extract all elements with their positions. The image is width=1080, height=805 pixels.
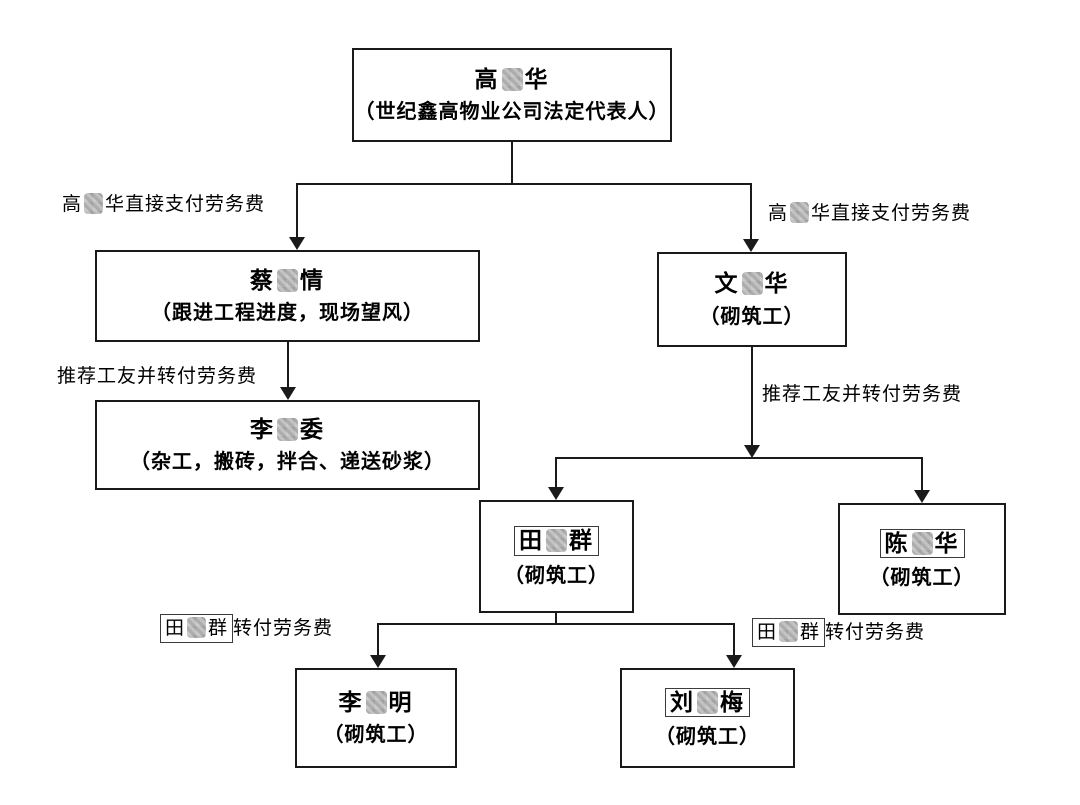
connector-line: [921, 457, 923, 492]
connector-line: [511, 142, 513, 184]
connector-line: [750, 183, 752, 241]
node-gao: 高华 （世纪鑫高物业公司法定代表人）: [352, 48, 672, 142]
connector-line: [377, 623, 735, 625]
connector-line: [296, 183, 298, 239]
redaction-block: [277, 268, 298, 292]
redaction-block: [779, 621, 799, 642]
node-liu: 刘梅 （砌筑工）: [620, 668, 795, 768]
node-chen: 陈华 （砌筑工）: [838, 503, 1006, 615]
person-name: 刘梅: [665, 687, 750, 718]
redaction-block: [790, 202, 810, 223]
person-role: （砌筑工）: [655, 724, 760, 749]
name-frame: 刘梅: [665, 687, 750, 718]
person-name: 李委: [250, 415, 325, 443]
person-role: （杂工，搬砖，拌合、递送砂浆）: [130, 449, 445, 474]
connector-line: [555, 457, 923, 459]
person-role: （砌筑工）: [323, 722, 429, 747]
connector-line: [555, 457, 557, 489]
arrow-down-icon: [744, 445, 760, 458]
arrow-down-icon: [289, 237, 305, 250]
arrow-down-icon: [726, 655, 742, 668]
redaction-block: [501, 67, 523, 91]
edge-label-refer-right: 推荐工友并转付劳务费: [762, 383, 963, 405]
person-role: （跟进工程进度，现场望风）: [151, 300, 424, 325]
connector-line: [733, 623, 735, 657]
person-name: 田群: [514, 526, 599, 556]
redaction-block: [277, 417, 298, 441]
arrow-down-icon: [914, 490, 930, 503]
person-role: （砌筑工）: [504, 562, 609, 587]
name-frame: 田群: [160, 614, 234, 643]
person-name: 陈华: [879, 528, 965, 559]
redaction-block: [911, 531, 933, 555]
node-li-ming: 李明 （砌筑工）: [295, 668, 457, 768]
redaction-block: [84, 193, 104, 214]
arrow-down-icon: [280, 387, 296, 400]
redaction-block: [741, 272, 763, 296]
name-frame: 陈华: [879, 528, 965, 559]
node-wen: 文华 （砌筑工）: [657, 252, 847, 347]
connector-line: [287, 342, 289, 388]
edge-label-refer-left: 推荐工友并转付劳务费: [57, 365, 258, 387]
arrow-down-icon: [548, 487, 564, 500]
edge-label-transfer-right: 田群转付劳务费: [752, 618, 925, 647]
name-frame: 田群: [514, 526, 599, 556]
node-cai: 蔡情 （跟进工程进度，现场望风）: [95, 250, 480, 342]
redaction-block: [697, 690, 718, 714]
person-name: 文华: [714, 270, 790, 298]
person-name: 蔡情: [250, 266, 325, 294]
edge-label-pay-right: 高华直接支付劳务费: [768, 202, 972, 224]
connector-line: [296, 183, 752, 185]
redaction-block: [365, 690, 387, 714]
arrow-down-icon: [370, 655, 386, 668]
connector-line: [751, 347, 753, 446]
person-role: （砌筑工）: [699, 303, 805, 328]
person-name: 李明: [338, 688, 414, 716]
name-frame: 田群: [752, 618, 826, 647]
redaction-block: [546, 529, 567, 553]
person-name: 高华: [474, 65, 550, 93]
edge-label-transfer-left: 田群转付劳务费: [160, 614, 333, 643]
person-role: （砌筑工）: [869, 565, 975, 590]
node-li-wei: 李委 （杂工，搬砖，拌合、递送砂浆）: [95, 400, 480, 490]
redaction-block: [187, 617, 207, 638]
node-tian: 田群 （砌筑工）: [479, 500, 634, 613]
edge-label-pay-left: 高华直接支付劳务费: [62, 193, 266, 215]
arrow-down-icon: [743, 239, 759, 252]
person-role: （世纪鑫高物业公司法定代表人）: [354, 99, 670, 124]
connector-line: [377, 623, 379, 657]
connector-line: [555, 613, 557, 625]
